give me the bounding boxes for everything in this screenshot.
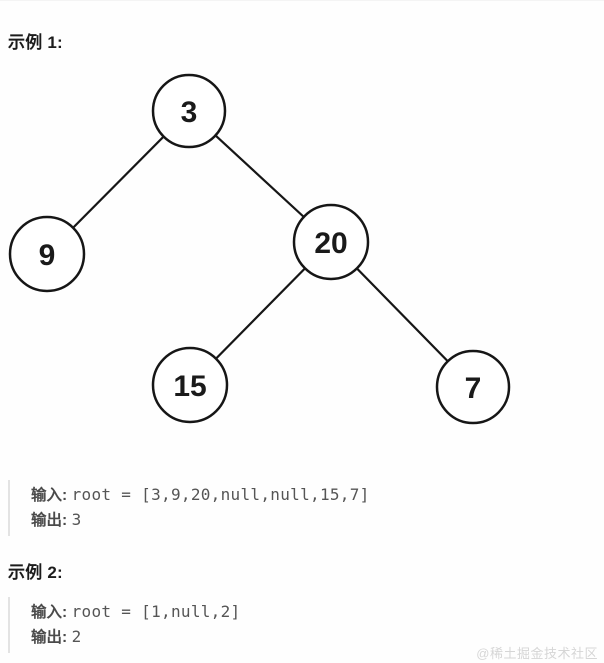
example-1-io-block: 输入: root = [3,9,20,null,null,15,7] 输出: 3 [8,480,382,536]
tree-node-value-15: 15 [173,370,206,403]
example-1-output-line: 输出: 3 [31,508,370,533]
output-value: 2 [71,627,82,646]
tree-node-circle-3 [151,73,227,149]
tree-node-value-7: 7 [465,372,482,405]
tree-node-circle-7 [435,349,511,425]
example-2-output-line: 输出: 2 [31,625,240,650]
tree-node-9: 9 [8,215,86,293]
tree-node-7: 7 [435,349,511,425]
site-watermark: @稀土掘金技术社区 [476,646,598,661]
input-label: 输入: [31,487,68,504]
example-2-heading: 示例 2: [8,563,63,582]
input-value: root = [3,9,20,null,null,15,7] [71,485,370,504]
output-value: 3 [71,510,82,529]
tree-node-20: 20 [292,203,370,281]
example-2-io-block: 输入: root = [1,null,2] 输出: 2 [8,597,252,653]
tree-node-value-9: 9 [39,239,56,272]
example-2-input-line: 输入: root = [1,null,2] [31,600,240,625]
example-1-input-line: 输入: root = [3,9,20,null,null,15,7] [31,483,370,508]
tree-node-value-3: 3 [181,96,198,129]
tree-node-circle-9 [8,215,86,293]
binary-tree-diagram: 3 9 20 15 7 [8,73,511,425]
tree-node-3: 3 [151,73,227,149]
output-label: 输出: [31,629,68,646]
output-label: 输出: [31,512,68,529]
input-value: root = [1,null,2] [71,602,241,621]
tree-node-15: 15 [151,346,229,424]
tree-node-circle-20 [292,203,370,281]
input-label: 输入: [31,604,68,621]
tree-node-circle-15 [151,346,229,424]
tree-node-value-20: 20 [314,227,347,260]
example-1-heading: 示例 1: [8,33,63,52]
